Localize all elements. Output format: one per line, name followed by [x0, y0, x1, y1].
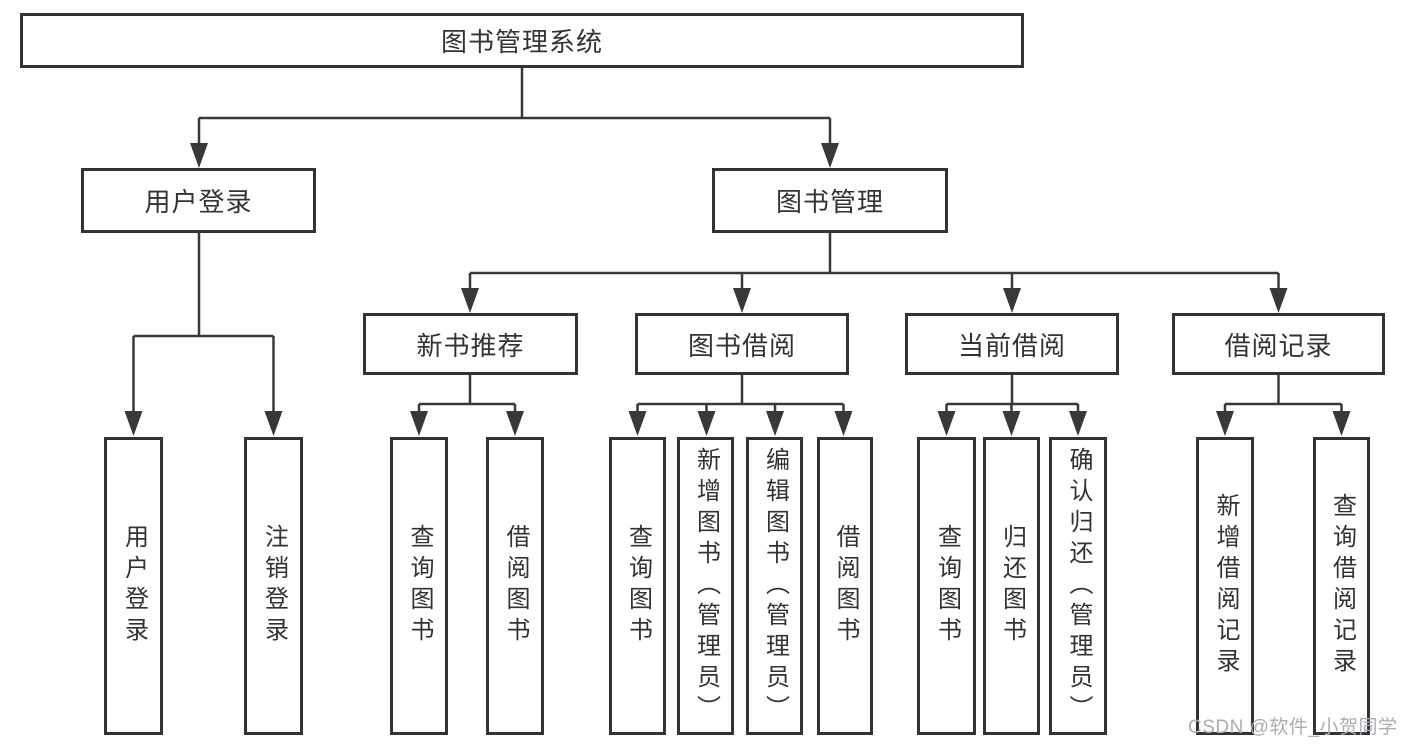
node-borrow-records-label: 借阅记录 — [1224, 330, 1333, 361]
leaf-records-query-record: 查询借阅记录 — [1313, 437, 1370, 735]
leaf-borrow-borrow-book: 借阅图书 — [817, 437, 873, 735]
leaf-borrow-query-book: 查询图书 — [609, 437, 666, 735]
node-borrow-records: 借阅记录 — [1172, 313, 1385, 375]
leaf-recommend-borrow-book: 借阅图书 — [486, 437, 544, 735]
leaf-borrow-borrow-book-label: 借阅图书 — [832, 524, 859, 648]
node-current-borrow-label: 当前借阅 — [957, 330, 1066, 361]
leaf-current-return-book: 归还图书 — [983, 437, 1040, 735]
leaf-borrow-edit-book-admin-label: 编辑图书（管理员） — [761, 446, 789, 726]
node-new-book-recommend-label: 新书推荐 — [416, 330, 525, 361]
leaf-user-login-label: 用户登录 — [120, 524, 148, 648]
leaf-current-confirm-return-admin: 确认归还（管理员） — [1049, 437, 1107, 735]
leaf-borrow-query-book-label: 查询图书 — [624, 524, 652, 648]
leaf-recommend-query-book-label: 查询图书 — [406, 524, 433, 648]
leaf-logout-login-label: 注销登录 — [260, 524, 288, 648]
arrowheads — [124, 143, 1351, 436]
node-book-management-label: 图书管理 — [775, 187, 884, 217]
leaf-current-return-book-label: 归还图书 — [998, 524, 1026, 648]
leaf-current-query-book: 查询图书 — [917, 437, 976, 735]
node-current-borrow: 当前借阅 — [905, 313, 1119, 375]
node-book-management: 图书管理 — [712, 168, 948, 233]
leaf-records-add-record: 新增借阅记录 — [1196, 437, 1254, 735]
node-root: 图书管理系统 — [20, 13, 1024, 68]
leaf-current-confirm-return-admin-label: 确认归还（管理员） — [1065, 446, 1092, 726]
leaf-records-query-record-label: 查询借阅记录 — [1328, 493, 1356, 679]
leaf-records-add-record-label: 新增借阅记录 — [1212, 493, 1239, 679]
leaf-recommend-query-book: 查询图书 — [390, 437, 448, 735]
node-new-book-recommend: 新书推荐 — [363, 313, 578, 375]
node-book-borrow: 图书借阅 — [635, 313, 849, 375]
leaf-current-query-book-label: 查询图书 — [933, 524, 961, 648]
leaf-user-login: 用户登录 — [104, 437, 163, 735]
node-user-login-label: 用户登录 — [144, 187, 253, 217]
node-root-label: 图书管理系统 — [440, 27, 603, 57]
leaf-recommend-borrow-book-label: 借阅图书 — [502, 524, 529, 648]
leaf-logout-login: 注销登录 — [244, 437, 303, 735]
node-user-login: 用户登录 — [81, 168, 316, 233]
leaf-borrow-add-book-admin: 新增图书（管理员） — [677, 437, 734, 735]
node-book-borrow-label: 图书借阅 — [687, 330, 796, 361]
leaf-borrow-add-book-admin-label: 新增图书（管理员） — [692, 446, 720, 726]
leaf-borrow-edit-book-admin: 编辑图书（管理员） — [746, 437, 803, 735]
csdn-watermark: CSDN @软件_小贺同学 — [1188, 717, 1398, 738]
